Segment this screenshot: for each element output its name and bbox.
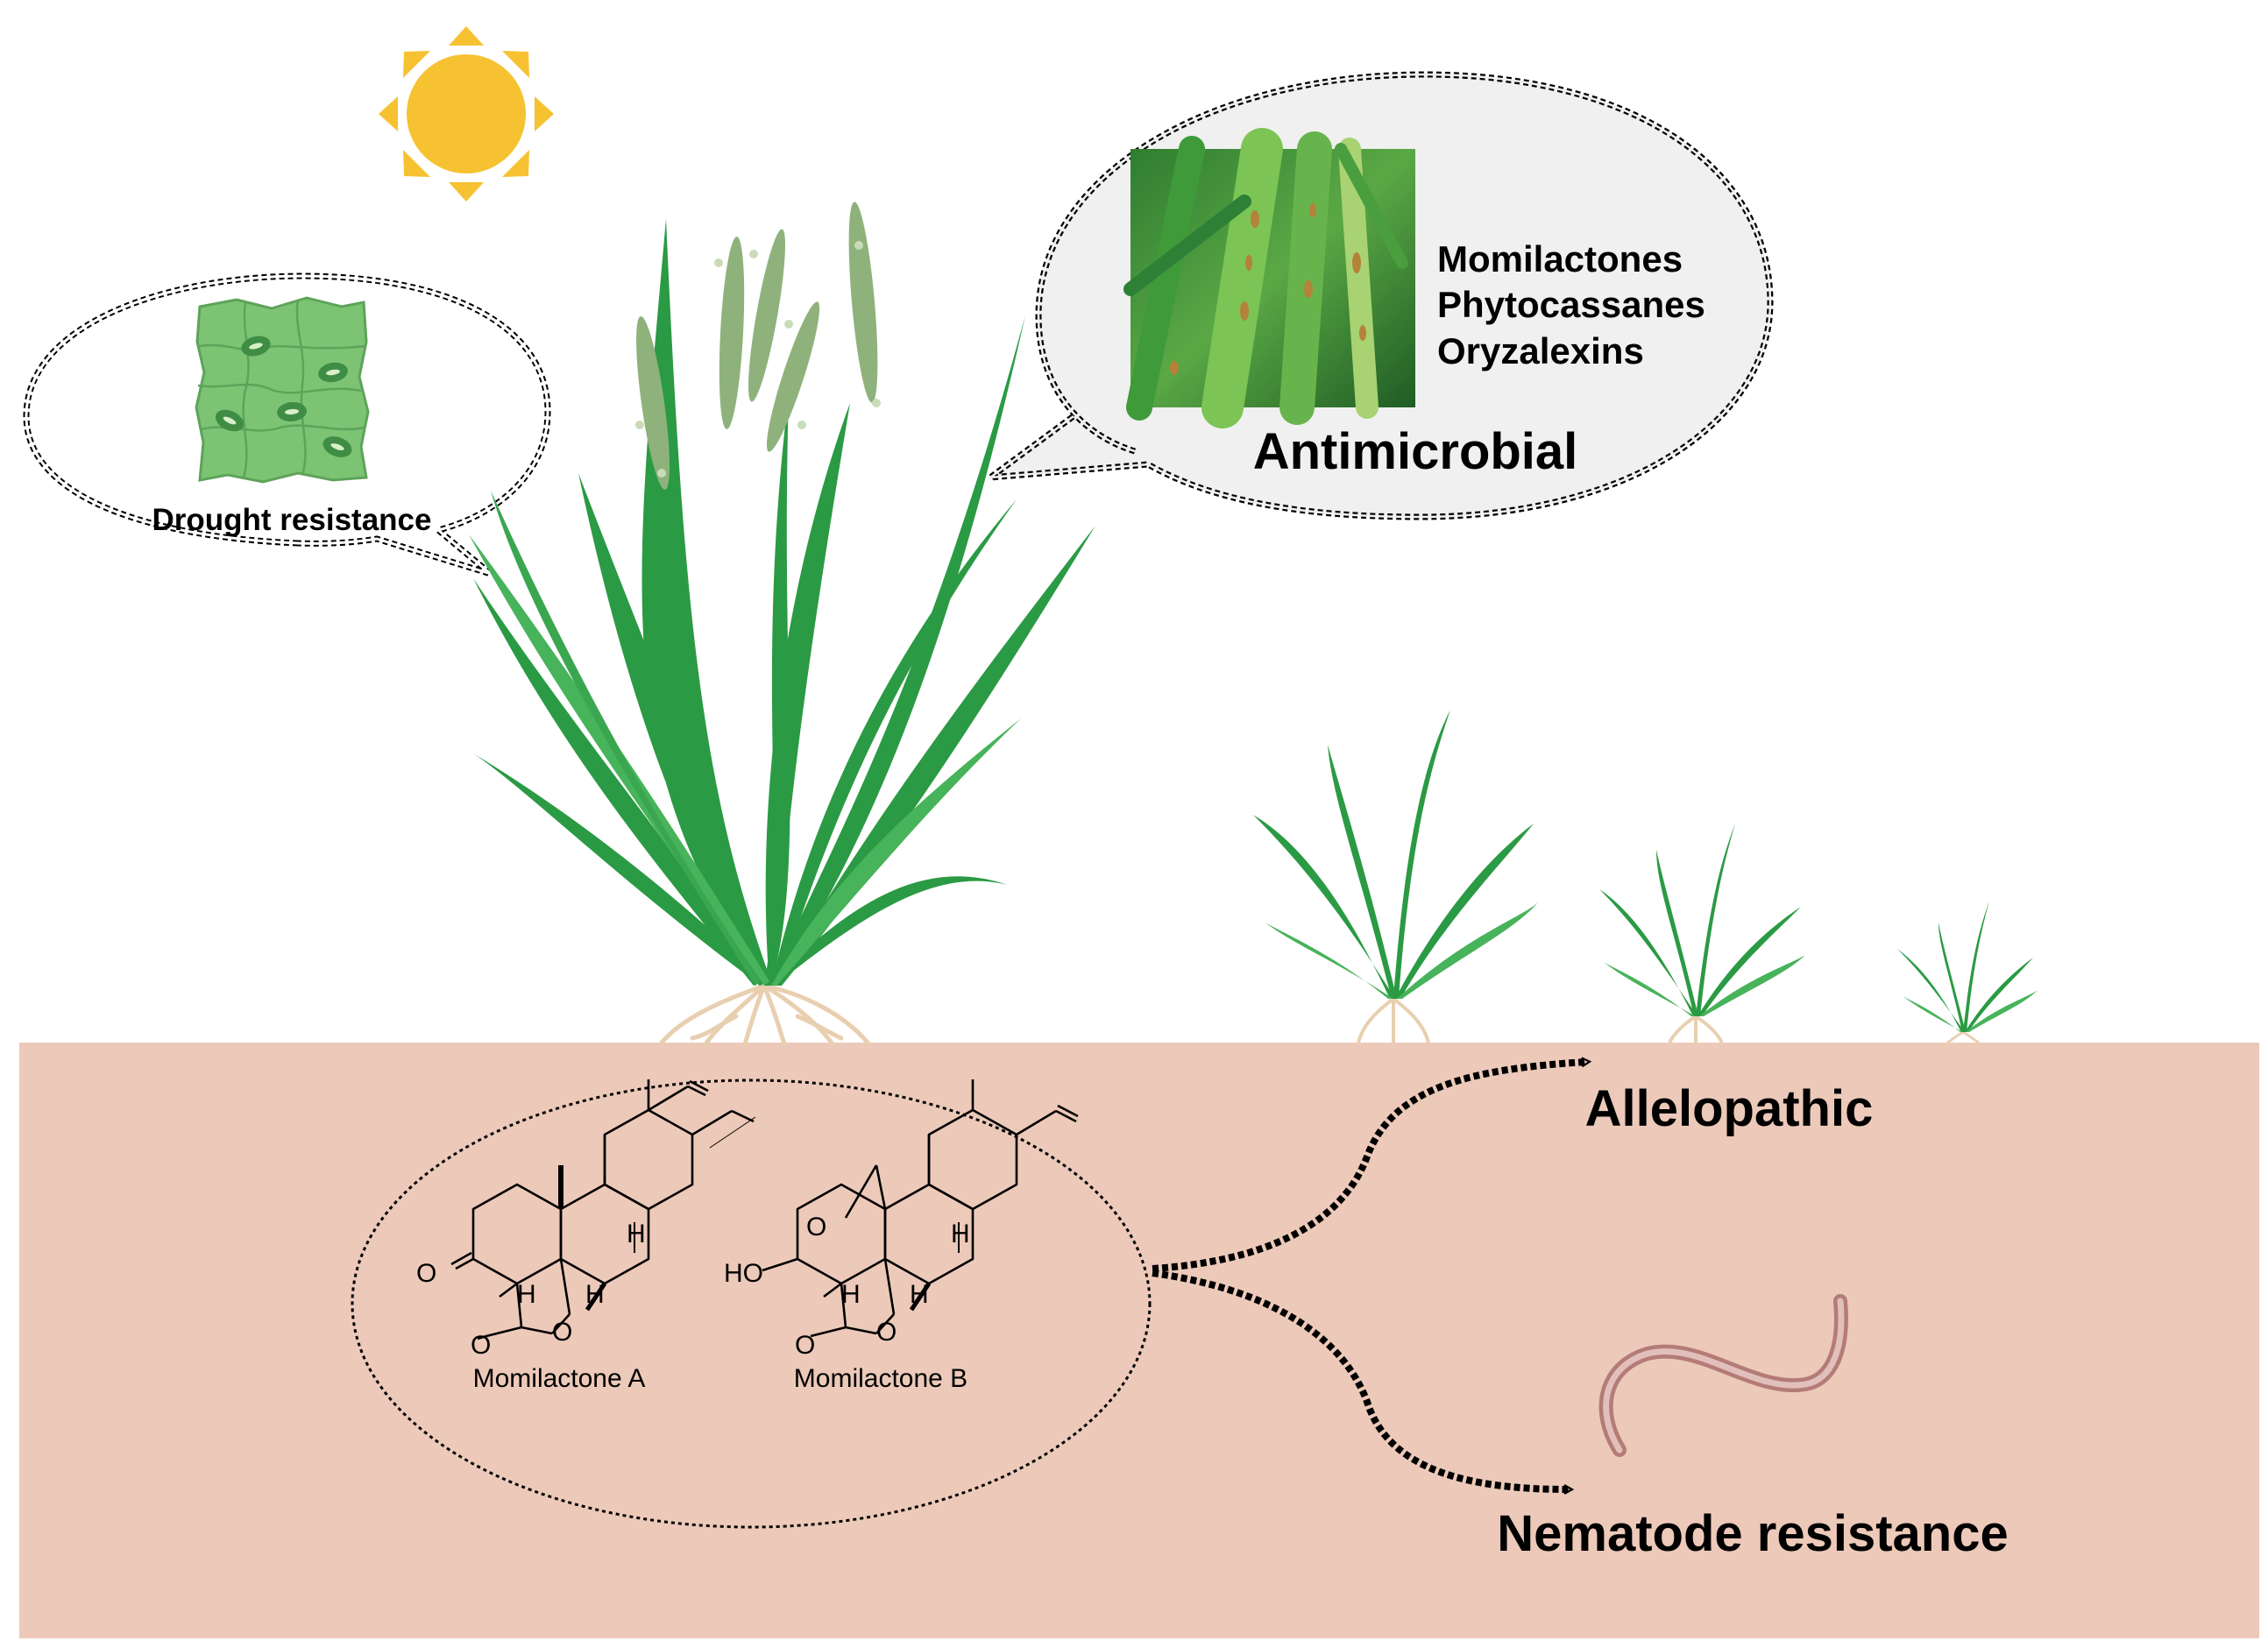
arrow-to-allelopathic [1152,1062,1586,1272]
arrow-to-nematode [1152,1270,1569,1489]
momilactone-b-oxygen: O [806,1213,826,1241]
compound-phytocassanes: Phytocassanes [1437,284,1705,325]
momilactone-a-hydrogen: H [517,1280,536,1309]
compound-oryzalexins: Oryzalexins [1437,330,1644,371]
momilactone-a-oxygen: O [416,1259,436,1288]
momilactone-b-hydroxyl: HO [724,1259,763,1288]
soil-band [19,1043,2259,1638]
rice-plant-icon [469,202,1095,1047]
momilactone-b-oxygen: O [876,1318,897,1347]
infected-leaf-photo [1123,128,1415,428]
momilactone-b-hydrogen: H [951,1220,970,1248]
sun-icon [379,26,554,202]
seedling-icon [1599,824,1805,1043]
compound-momilactones: Momilactones [1437,238,1683,279]
molecules-ellipse [351,1079,1152,1529]
nematode-resistance-label: Nematode resistance [1497,1505,2008,1562]
drought-resistance-label: Drought resistance [152,503,432,537]
antimicrobial-label: Antimicrobial [1253,423,1578,480]
momilactone-a-hydrogen: H [585,1280,605,1309]
seedling-icon [1897,901,2038,1046]
momilactone-a-structure [450,1079,756,1340]
nematode-icon [1598,1294,1848,1457]
momilactone-b-oxygen: O [795,1331,815,1360]
momilactone-a-oxygen: O [552,1318,572,1347]
momilactone-b-hydrogen: H [910,1280,929,1309]
momilactone-a-hydrogen: H [627,1220,646,1248]
drought-bubble [23,272,551,577]
momilactone-b-structure [762,1079,1079,1338]
leaf-cells-icon [195,296,370,484]
momilactone-b-name: Momilactone B [794,1364,967,1393]
momilactone-a-oxygen: O [471,1331,491,1360]
momilactone-b-hydrogen: H [841,1280,861,1309]
allelopathic-label: Allelopathic [1585,1080,1874,1137]
momilactone-a-name: Momilactone A [473,1364,646,1393]
seedling-icon [1253,710,1538,1043]
